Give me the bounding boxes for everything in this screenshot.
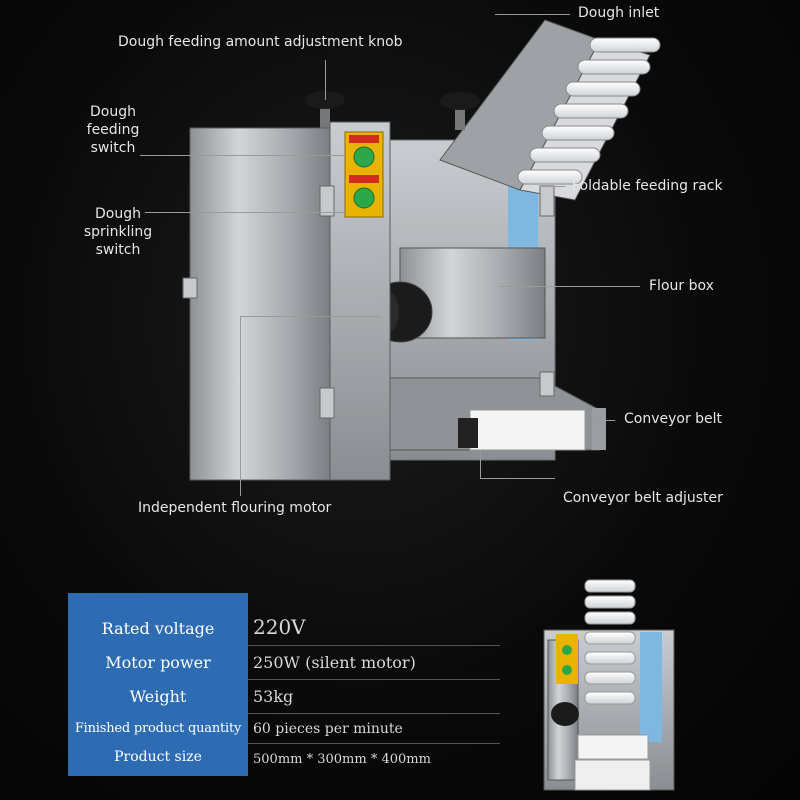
line-conveyor-belt bbox=[595, 420, 615, 421]
spec-table: Rated voltage 220V Motor power 250W (sil… bbox=[68, 593, 500, 776]
spec-label: Weight bbox=[129, 687, 187, 706]
spec-value: 500mm * 300mm * 400mm bbox=[253, 752, 431, 767]
spec-divider bbox=[248, 713, 500, 714]
spec-label: Finished product quantity bbox=[74, 721, 242, 736]
label-feeding-switch-line1: Dough bbox=[90, 104, 136, 120]
label-sprinkling-switch-line1: Dough bbox=[95, 206, 141, 222]
spec-row-motor-power: Motor power 250W (silent motor) bbox=[68, 647, 500, 681]
label-foldable-rack: Foldable feeding rack bbox=[572, 178, 723, 194]
spec-row-product-size: Product size 500mm * 300mm * 400mm bbox=[68, 745, 500, 779]
spec-divider bbox=[248, 679, 500, 680]
label-sprinkling-switch-line3: switch bbox=[95, 242, 141, 258]
label-conveyor-belt: Conveyor belt bbox=[624, 411, 723, 427]
feeding-rack bbox=[439, 19, 661, 201]
label-flouring-motor: Independent flouring motor bbox=[138, 500, 332, 516]
label-sprinkling-switch-line2: sprinkling bbox=[83, 224, 153, 240]
thumbnail-machine bbox=[543, 579, 675, 791]
switch-panel-shape bbox=[344, 131, 384, 218]
spec-row-weight: Weight 53kg bbox=[68, 681, 500, 715]
label-feeding-switch-line2: feeding bbox=[86, 122, 140, 138]
line-dough-inlet bbox=[495, 14, 570, 15]
adjustment-knobs bbox=[305, 91, 480, 130]
conveyor-shape bbox=[389, 377, 606, 451]
spec-label: Product size bbox=[114, 749, 202, 765]
spec-row-rated-voltage: Rated voltage 220V bbox=[68, 611, 500, 645]
line-motor-v bbox=[240, 316, 241, 496]
spec-label: Rated voltage bbox=[101, 619, 215, 638]
label-feeding-switch: Dough feeding switch bbox=[78, 103, 148, 157]
spec-value: 60 pieces per minute bbox=[253, 721, 403, 737]
line-belt-adjuster bbox=[480, 478, 555, 479]
front-cabinet bbox=[189, 127, 331, 481]
spec-value: 250W (silent motor) bbox=[253, 653, 416, 672]
line-sprinkling-switch bbox=[145, 212, 345, 213]
line-knob bbox=[325, 60, 326, 100]
label-feeding-knob: Dough feeding amount adjustment knob bbox=[118, 34, 403, 50]
label-flour-box: Flour box bbox=[649, 278, 714, 294]
line-motor-h bbox=[240, 316, 380, 317]
label-sprinkling-switch: Dough sprinkling switch bbox=[78, 205, 158, 259]
line-flour-box bbox=[500, 286, 640, 287]
spec-row-product-quantity: Finished product quantity 60 pieces per … bbox=[68, 715, 500, 749]
spec-divider bbox=[248, 743, 500, 744]
line-feeding-switch bbox=[140, 155, 345, 156]
label-feeding-switch-line3: switch bbox=[90, 140, 136, 156]
line-adjuster-v bbox=[480, 450, 481, 478]
line-foldable-rack bbox=[540, 186, 565, 187]
spec-value: 220V bbox=[253, 615, 306, 639]
label-dough-inlet: Dough inlet bbox=[578, 5, 660, 21]
spec-value: 53kg bbox=[253, 687, 294, 706]
spec-label-column bbox=[68, 593, 248, 776]
label-belt-adjuster: Conveyor belt adjuster bbox=[563, 490, 723, 506]
spec-label: Motor power bbox=[105, 653, 211, 672]
spec-divider bbox=[248, 645, 500, 646]
